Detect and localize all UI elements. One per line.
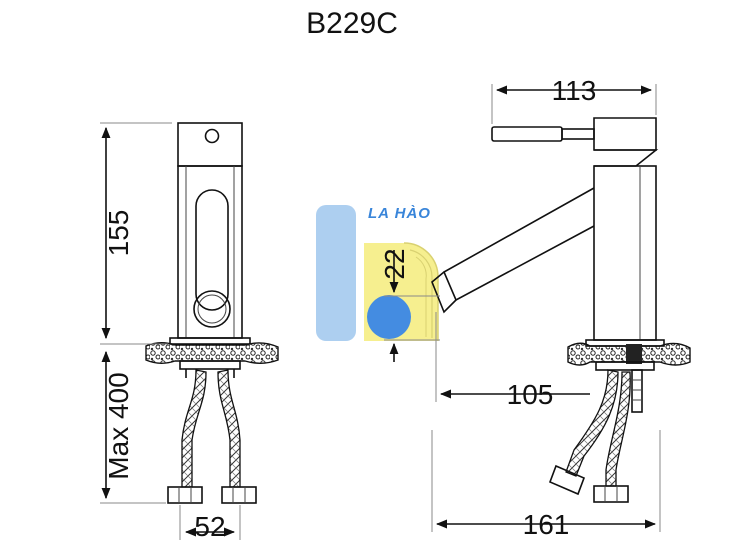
side-view — [431, 117, 691, 503]
dimension-52-label: 52 — [194, 511, 225, 542]
dimension-105-label: 105 — [507, 379, 554, 410]
dimension-handle-height: 22 — [379, 248, 440, 362]
dimension-spout-reach: 113 — [491, 75, 657, 124]
dimension-22-label: 22 — [379, 248, 410, 279]
dimension-max-400-label: Max 400 — [103, 372, 134, 479]
drawing-title: B229C — [306, 7, 398, 40]
watermark-logo: LA HÀO — [316, 205, 439, 341]
dimension-outlet-reach: 105 — [435, 312, 590, 410]
dimension-front-height: 155 — [100, 122, 172, 345]
dimension-155-label: 155 — [103, 210, 134, 257]
dimension-total-depth: 161 — [431, 430, 661, 540]
dimension-hose-length: Max 400 — [100, 350, 166, 504]
dimension-113-label: 113 — [552, 75, 597, 106]
watermark-brand-text: LA HÀO — [368, 205, 431, 222]
dimension-hose-spacing: 52 — [179, 505, 241, 542]
dimension-161-label: 161 — [523, 509, 570, 540]
front-view — [145, 122, 279, 504]
